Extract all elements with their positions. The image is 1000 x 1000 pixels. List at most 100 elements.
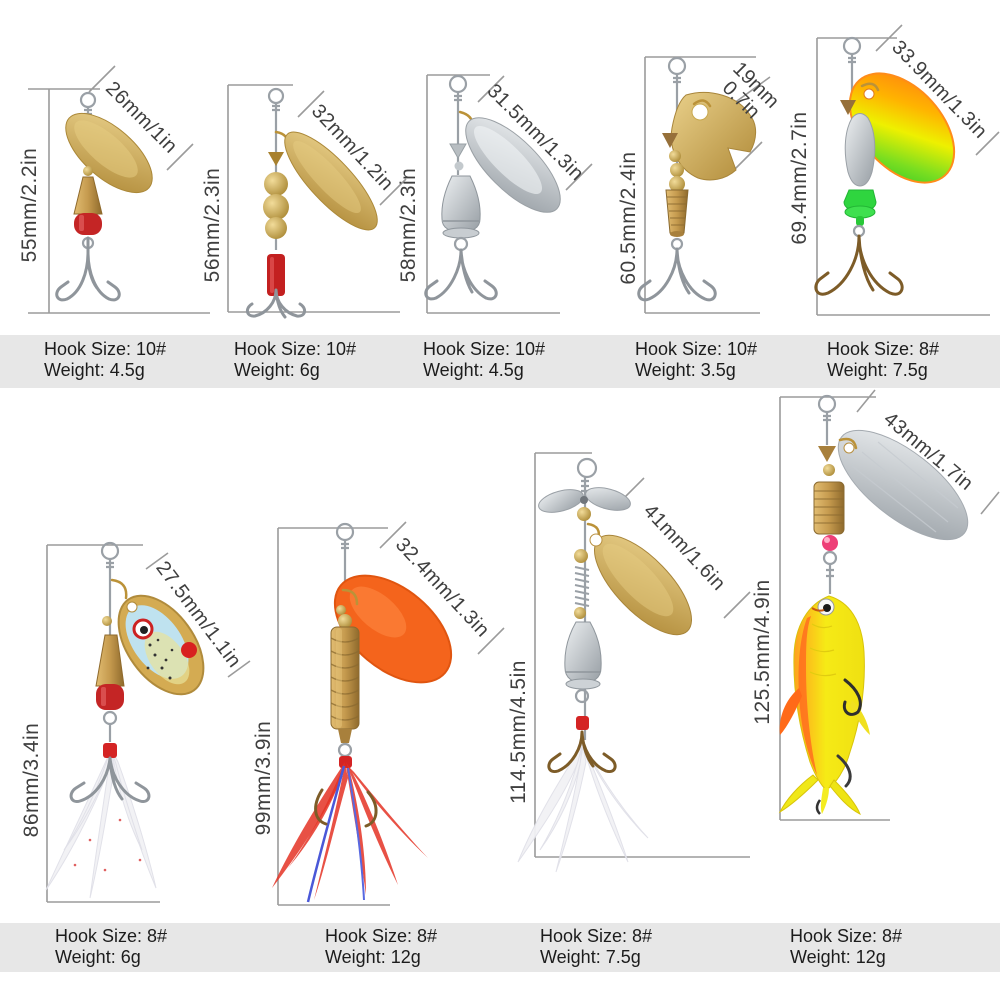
lure-5-figure bbox=[814, 24, 1000, 316]
lure-3-caption: Hook Size: 10# Weight: 4.5g bbox=[423, 339, 545, 381]
lure-9-caption: Hook Size: 8# Weight: 12g bbox=[790, 926, 902, 968]
lure-6-blade bbox=[117, 594, 205, 696]
hook-eye bbox=[822, 550, 838, 566]
lure-5-weight: Weight: 7.5g bbox=[827, 360, 928, 380]
lure-1-length-label: 55mm/2.2in bbox=[18, 147, 41, 263]
lure-5-length-label: 69.4mm/2.7in bbox=[788, 111, 811, 245]
lure-5-dimension-lines bbox=[816, 24, 1000, 316]
swivel-ring bbox=[842, 36, 862, 56]
lure-8-spring bbox=[574, 566, 590, 607]
lure-8-figure bbox=[517, 452, 751, 873]
hook-eye bbox=[337, 742, 353, 758]
lure-1-dimension-lines bbox=[28, 65, 210, 314]
lure-3-blade bbox=[465, 117, 561, 213]
lure-1-body bbox=[73, 176, 103, 235]
treble-hook bbox=[637, 247, 717, 302]
lure-4-dimension-lines bbox=[644, 56, 771, 314]
wire-twist bbox=[826, 564, 834, 594]
swivel-ring bbox=[576, 457, 598, 479]
lure-8-body bbox=[564, 621, 602, 690]
lure-8-hook-size: Hook Size: 8# bbox=[540, 926, 653, 946]
lure-5-caption: Hook Size: 8# Weight: 7.5g bbox=[827, 339, 939, 381]
swivel-ring bbox=[267, 87, 285, 105]
hook-eye bbox=[574, 688, 590, 704]
treble-hook bbox=[246, 288, 306, 319]
wire-shaft bbox=[823, 412, 831, 445]
lure-2-length-label: 56mm/2.3in bbox=[201, 167, 224, 283]
lure-8-length-label: 114.5mm/4.5in bbox=[507, 660, 530, 804]
lure-7-length-label: 99mm/3.9in bbox=[252, 720, 275, 836]
lure-7-feathers bbox=[272, 762, 428, 903]
lure-8-caption: Hook Size: 8# Weight: 7.5g bbox=[540, 926, 652, 968]
lure-8-blade bbox=[589, 533, 693, 636]
wire-shaft bbox=[106, 559, 114, 640]
lure-7-hook-size: Hook Size: 8# bbox=[325, 926, 438, 946]
lure-2-blade bbox=[284, 131, 378, 231]
lure-9-blade bbox=[837, 429, 969, 541]
swivel-ring bbox=[448, 74, 468, 94]
treble-hook bbox=[424, 248, 498, 301]
lure-2-caption: Hook Size: 10# Weight: 6g bbox=[234, 339, 356, 381]
swivel-ring bbox=[335, 522, 355, 542]
bead bbox=[577, 507, 591, 521]
lure-1-blade bbox=[65, 112, 153, 194]
wire-shaft bbox=[581, 477, 589, 740]
lure-1-weight: Weight: 4.5g bbox=[44, 360, 145, 380]
lure-4-hook-size: Hook Size: 10# bbox=[635, 339, 758, 359]
lure-1-hook-size: Hook Size: 10# bbox=[44, 339, 167, 359]
treble-hook bbox=[814, 234, 904, 296]
lure-3-figure bbox=[424, 74, 593, 314]
lure-3-length-label: 58mm/2.3in bbox=[397, 167, 420, 283]
lure-7-figure bbox=[272, 521, 505, 906]
lure-2-dimension-lines bbox=[227, 84, 407, 313]
hook-eye bbox=[102, 710, 118, 726]
lure-6-figure bbox=[45, 541, 251, 903]
bead bbox=[102, 616, 112, 626]
top-caption-bar bbox=[0, 335, 1000, 388]
lure-8-propeller bbox=[538, 487, 631, 513]
lure-3-weight: Weight: 4.5g bbox=[423, 360, 524, 380]
lure-8-feathers bbox=[517, 744, 649, 873]
thread-wrap bbox=[103, 743, 117, 758]
bead bbox=[574, 549, 588, 563]
lure-4-figure bbox=[637, 56, 771, 314]
lure-6-weight: Weight: 6g bbox=[55, 947, 141, 967]
lure-2-body bbox=[263, 152, 289, 296]
lure-7-blade bbox=[333, 574, 453, 684]
bead bbox=[336, 605, 346, 615]
thread-wrap bbox=[339, 756, 352, 768]
bead bbox=[83, 166, 93, 176]
lure-7-dimension-lines bbox=[277, 521, 505, 906]
lure-9-length-label: 125.5mm/4.9in bbox=[751, 579, 774, 725]
lure-1-figure bbox=[28, 65, 210, 314]
lure-3-hook-size: Hook Size: 10# bbox=[423, 339, 546, 359]
wire-shaft bbox=[454, 92, 462, 175]
thread-wrap bbox=[576, 716, 589, 730]
lure-4-caption: Hook Size: 10# Weight: 3.5g bbox=[635, 339, 757, 381]
bead bbox=[574, 607, 586, 619]
swivel-ring bbox=[79, 91, 97, 109]
swivel-ring bbox=[667, 56, 687, 76]
lure-7-body bbox=[330, 614, 360, 743]
lure-4-blade bbox=[670, 92, 757, 181]
lure-9-weight: Weight: 12g bbox=[790, 947, 886, 967]
treble-hook bbox=[69, 756, 151, 803]
clevis bbox=[110, 578, 128, 600]
lure-9-hook-size: Hook Size: 8# bbox=[790, 926, 903, 946]
lure-8-dimension-lines bbox=[534, 452, 751, 858]
lure-4-body bbox=[662, 133, 689, 237]
lure-4-weight: Weight: 3.5g bbox=[635, 360, 736, 380]
lure-6-caption: Hook Size: 8# Weight: 6g bbox=[55, 926, 167, 968]
lure-9-body bbox=[813, 446, 845, 551]
lure-2-hook-size: Hook Size: 10# bbox=[234, 339, 357, 359]
lure-6-feathers bbox=[45, 749, 157, 899]
lure-5-body bbox=[840, 100, 877, 226]
lure-2-weight: Weight: 6g bbox=[234, 360, 320, 380]
lure-6-body bbox=[95, 634, 125, 710]
hook-eye bbox=[453, 236, 469, 252]
lure-1-caption: Hook Size: 10# Weight: 4.5g bbox=[44, 339, 166, 381]
lure-7-caption: Hook Size: 8# Weight: 12g bbox=[325, 926, 437, 968]
lure-9-fish-body bbox=[778, 595, 870, 816]
